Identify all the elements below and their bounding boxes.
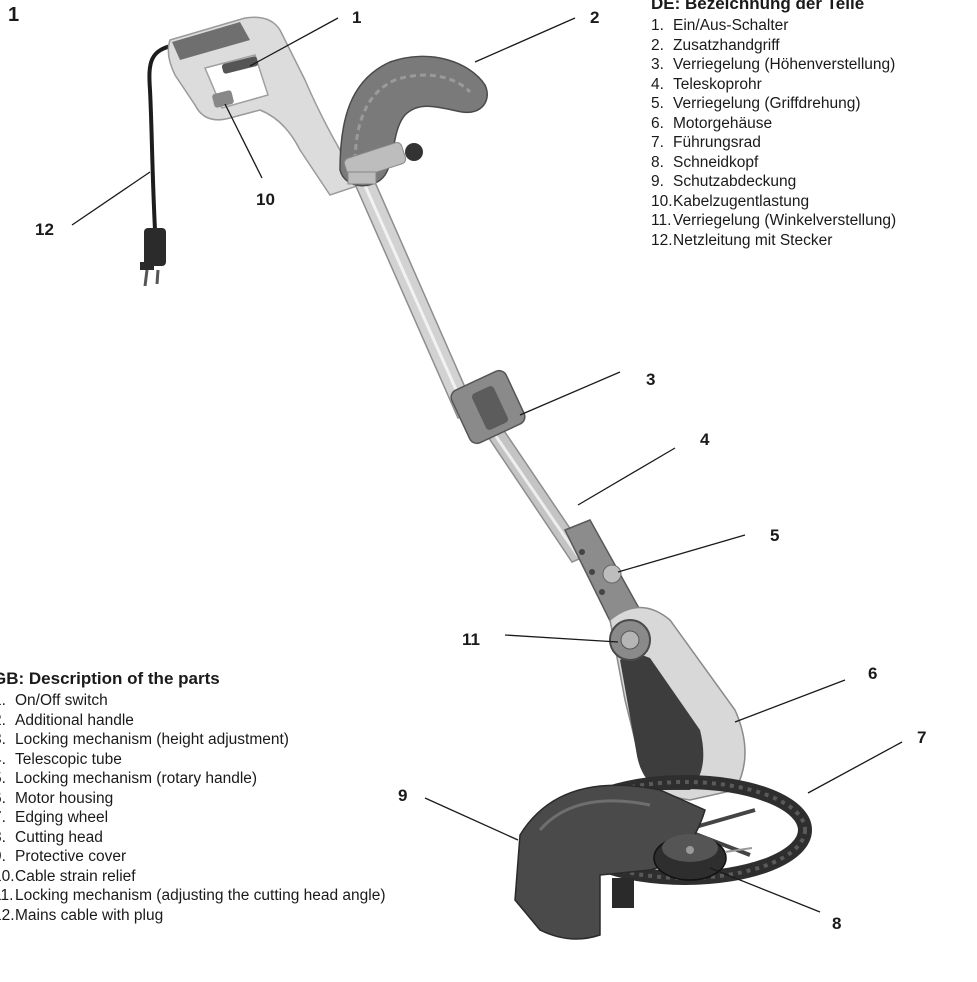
legend-gb-item: 7.Edging wheel <box>0 808 386 828</box>
legend-gb-item: 2.Additional handle <box>0 711 386 731</box>
leader-line-8 <box>710 868 820 912</box>
leader-line-11 <box>505 635 618 642</box>
legend-de: DE: Bezeichnung der Teile 1.Ein/Aus-Scha… <box>651 0 896 250</box>
additional-handle <box>340 56 487 185</box>
legend-gb-item: 8.Cutting head <box>0 828 386 848</box>
callout-6: 6 <box>868 664 877 684</box>
leader-line-12 <box>72 172 150 225</box>
legend-de-item: 10.Kabelzugentlastung <box>651 192 896 212</box>
callout-5: 5 <box>770 526 779 546</box>
callout-1: 1 <box>352 8 361 28</box>
legend-gb-item: 5.Locking mechanism (rotary handle) <box>0 769 386 789</box>
legend-gb-title: GB: Description of the parts <box>0 668 386 690</box>
legend-gb: GB: Description of the parts 1.On/Off sw… <box>0 668 386 925</box>
legend-de-item: 11.Verriegelung (Winkelverstellung) <box>651 211 896 231</box>
legend-gb-item: 4.Telescopic tube <box>0 750 386 770</box>
leader-line-5 <box>618 535 745 572</box>
callout-4: 4 <box>700 430 709 450</box>
leader-line-6 <box>735 680 845 722</box>
main-handle <box>168 17 360 195</box>
legend-de-item: 8.Schneidkopf <box>651 153 896 173</box>
leader-line-4 <box>578 448 675 505</box>
leader-line-3 <box>520 372 620 415</box>
legend-de-title: DE: Bezeichnung der Teile <box>651 0 896 15</box>
legend-de-item: 9.Schutzabdeckung <box>651 172 896 192</box>
telescopic-tube <box>340 148 588 562</box>
legend-gb-item: 1.On/Off switch <box>0 691 386 711</box>
figure-number: 1 <box>8 4 19 27</box>
legend-de-item: 12.Netzleitung mit Stecker <box>651 231 896 251</box>
leader-line-7 <box>808 742 902 793</box>
callout-9: 9 <box>398 786 407 806</box>
legend-de-item: 5.Verriegelung (Griffdrehung) <box>651 94 896 114</box>
callout-8: 8 <box>832 914 841 934</box>
callout-2: 2 <box>590 8 599 28</box>
legend-gb-item: 11.Locking mechanism (adjusting the cutt… <box>0 886 386 906</box>
callout-7: 7 <box>917 728 926 748</box>
motor-housing <box>610 608 745 801</box>
callout-10: 10 <box>256 190 275 210</box>
callout-3: 3 <box>646 370 655 390</box>
legend-de-item: 4.Teleskoprohr <box>651 75 896 95</box>
legend-gb-item: 9.Protective cover <box>0 847 386 867</box>
legend-gb-item: 12.Mains cable with plug <box>0 906 386 926</box>
legend-de-item: 1.Ein/Aus-Schalter <box>651 16 896 36</box>
legend-de-item: 2.Zusatzhandgriff <box>651 36 896 56</box>
leader-line-9 <box>425 798 518 840</box>
legend-de-item: 6.Motorgehäuse <box>651 114 896 134</box>
callout-12: 12 <box>35 220 54 240</box>
legend-gb-item: 3.Locking mechanism (height adjustment) <box>0 730 386 750</box>
legend-gb-item: 6.Motor housing <box>0 789 386 809</box>
legend-de-item: 7.Führungsrad <box>651 133 896 153</box>
mains-cable <box>140 45 175 286</box>
legend-gb-item: 10.Cable strain relief <box>0 867 386 887</box>
legend-de-item: 3.Verriegelung (Höhenverstellung) <box>651 55 896 75</box>
callout-11: 11 <box>462 630 480 650</box>
leader-line-2 <box>475 18 575 62</box>
